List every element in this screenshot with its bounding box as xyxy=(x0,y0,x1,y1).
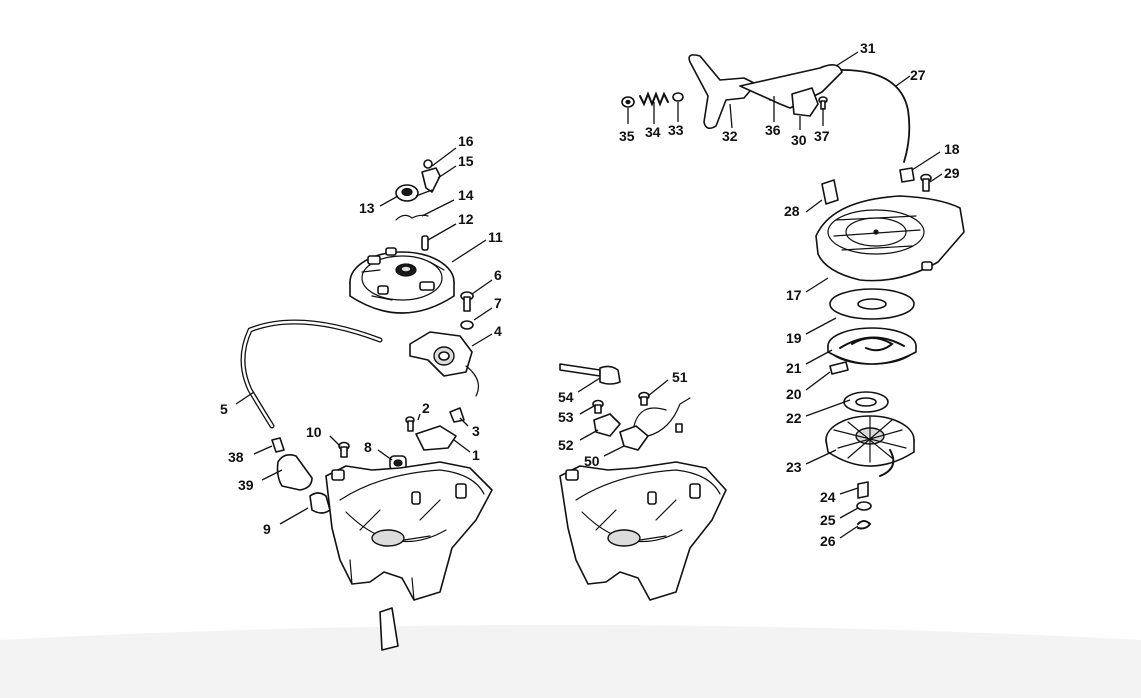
handle-assembly xyxy=(621,54,911,163)
washer-7 xyxy=(460,320,474,330)
screw-6 xyxy=(460,291,474,312)
grommet xyxy=(309,492,331,514)
washer-22 xyxy=(843,391,889,413)
spring-34 xyxy=(639,91,669,107)
callout-3: 3 xyxy=(472,423,480,439)
callout-5: 5 xyxy=(220,401,228,417)
screw-37 xyxy=(818,96,828,110)
grommet-18 xyxy=(899,167,915,183)
contact-wire xyxy=(633,397,691,437)
callout-10: 10 xyxy=(306,424,322,440)
spark-plug-boot xyxy=(276,454,313,491)
callout-2: 2 xyxy=(422,400,430,416)
callout-11: 11 xyxy=(488,229,503,245)
switch-52 xyxy=(593,413,621,437)
callout-31: 31 xyxy=(860,40,876,56)
starter-grip xyxy=(688,54,757,130)
sleeve-24 xyxy=(857,481,869,499)
callout-28: 28 xyxy=(784,203,800,219)
cable-27 xyxy=(841,69,911,163)
pin-20 xyxy=(829,361,849,375)
screw-51 xyxy=(638,391,650,406)
callout-32: 32 xyxy=(722,128,738,144)
ignition-module xyxy=(409,331,479,397)
callout-6: 6 xyxy=(494,267,502,283)
spark-plug xyxy=(379,607,399,651)
callout-1: 1 xyxy=(472,447,480,463)
fan-housing-left xyxy=(325,461,493,601)
callout-37: 37 xyxy=(814,128,830,144)
washer-25 xyxy=(856,501,872,511)
middle-assembly xyxy=(559,363,727,601)
callout-51: 51 xyxy=(672,369,688,385)
callout-16: 16 xyxy=(458,133,474,149)
starter-assembly xyxy=(815,167,965,530)
ignition-lead-core xyxy=(241,320,382,428)
rewind-spring xyxy=(827,327,917,365)
bushing-54 xyxy=(599,365,621,385)
callout-17: 17 xyxy=(786,287,802,303)
callout-8: 8 xyxy=(364,439,372,455)
screw-53 xyxy=(592,399,604,414)
callout-12: 12 xyxy=(458,211,474,227)
callout-24: 24 xyxy=(820,489,836,505)
pawl xyxy=(421,167,441,193)
callout-39: 39 xyxy=(238,477,254,493)
callout-53: 53 xyxy=(558,409,574,425)
callout-22: 22 xyxy=(786,410,802,426)
nut xyxy=(395,184,419,202)
callout-33: 33 xyxy=(668,122,684,138)
callout-15: 15 xyxy=(458,153,474,169)
pawl-spring xyxy=(423,159,433,169)
callout-19: 19 xyxy=(786,330,802,346)
clip-26 xyxy=(857,520,872,530)
callout-50: 50 xyxy=(584,453,600,469)
bracket-30 xyxy=(791,87,819,117)
clip xyxy=(675,423,683,433)
screw-10 xyxy=(338,441,350,458)
callout-7: 7 xyxy=(494,295,502,311)
callout-26: 26 xyxy=(820,533,836,549)
callout-27: 27 xyxy=(910,67,926,83)
flywheel xyxy=(349,235,455,314)
callout-38: 38 xyxy=(228,449,244,465)
screw-2 xyxy=(405,416,415,432)
pin-54 xyxy=(559,363,601,377)
callout-30: 30 xyxy=(791,132,807,148)
left-assembly xyxy=(240,159,493,651)
callout-14: 14 xyxy=(458,187,474,203)
callout-23: 23 xyxy=(786,459,802,475)
callout-36: 36 xyxy=(765,122,781,138)
screw-29 xyxy=(920,173,932,192)
callout-18: 18 xyxy=(944,141,960,157)
short-circuit-plate xyxy=(415,425,457,451)
terminal xyxy=(271,437,285,453)
callout-52: 52 xyxy=(558,437,574,453)
floor-shadow xyxy=(0,625,1141,698)
callout-13: 13 xyxy=(359,200,375,216)
callout-9: 9 xyxy=(263,521,271,537)
callout-54: 54 xyxy=(558,389,574,405)
callouts: 16 xyxy=(220,40,960,549)
callout-34: 34 xyxy=(645,124,661,140)
callout-29: 29 xyxy=(944,165,960,181)
clip-28 xyxy=(821,179,839,205)
callout-35: 35 xyxy=(619,128,635,144)
callout-25: 25 xyxy=(820,512,836,528)
washer-33 xyxy=(672,92,684,102)
contact-50 xyxy=(619,425,649,451)
disc-19 xyxy=(829,288,915,320)
rope-rotor xyxy=(825,415,915,477)
callout-20: 20 xyxy=(786,386,802,402)
callout-21: 21 xyxy=(786,360,802,376)
starter-cover xyxy=(815,195,965,282)
fan-housing-middle xyxy=(559,461,727,601)
callout-4: 4 xyxy=(494,323,502,339)
